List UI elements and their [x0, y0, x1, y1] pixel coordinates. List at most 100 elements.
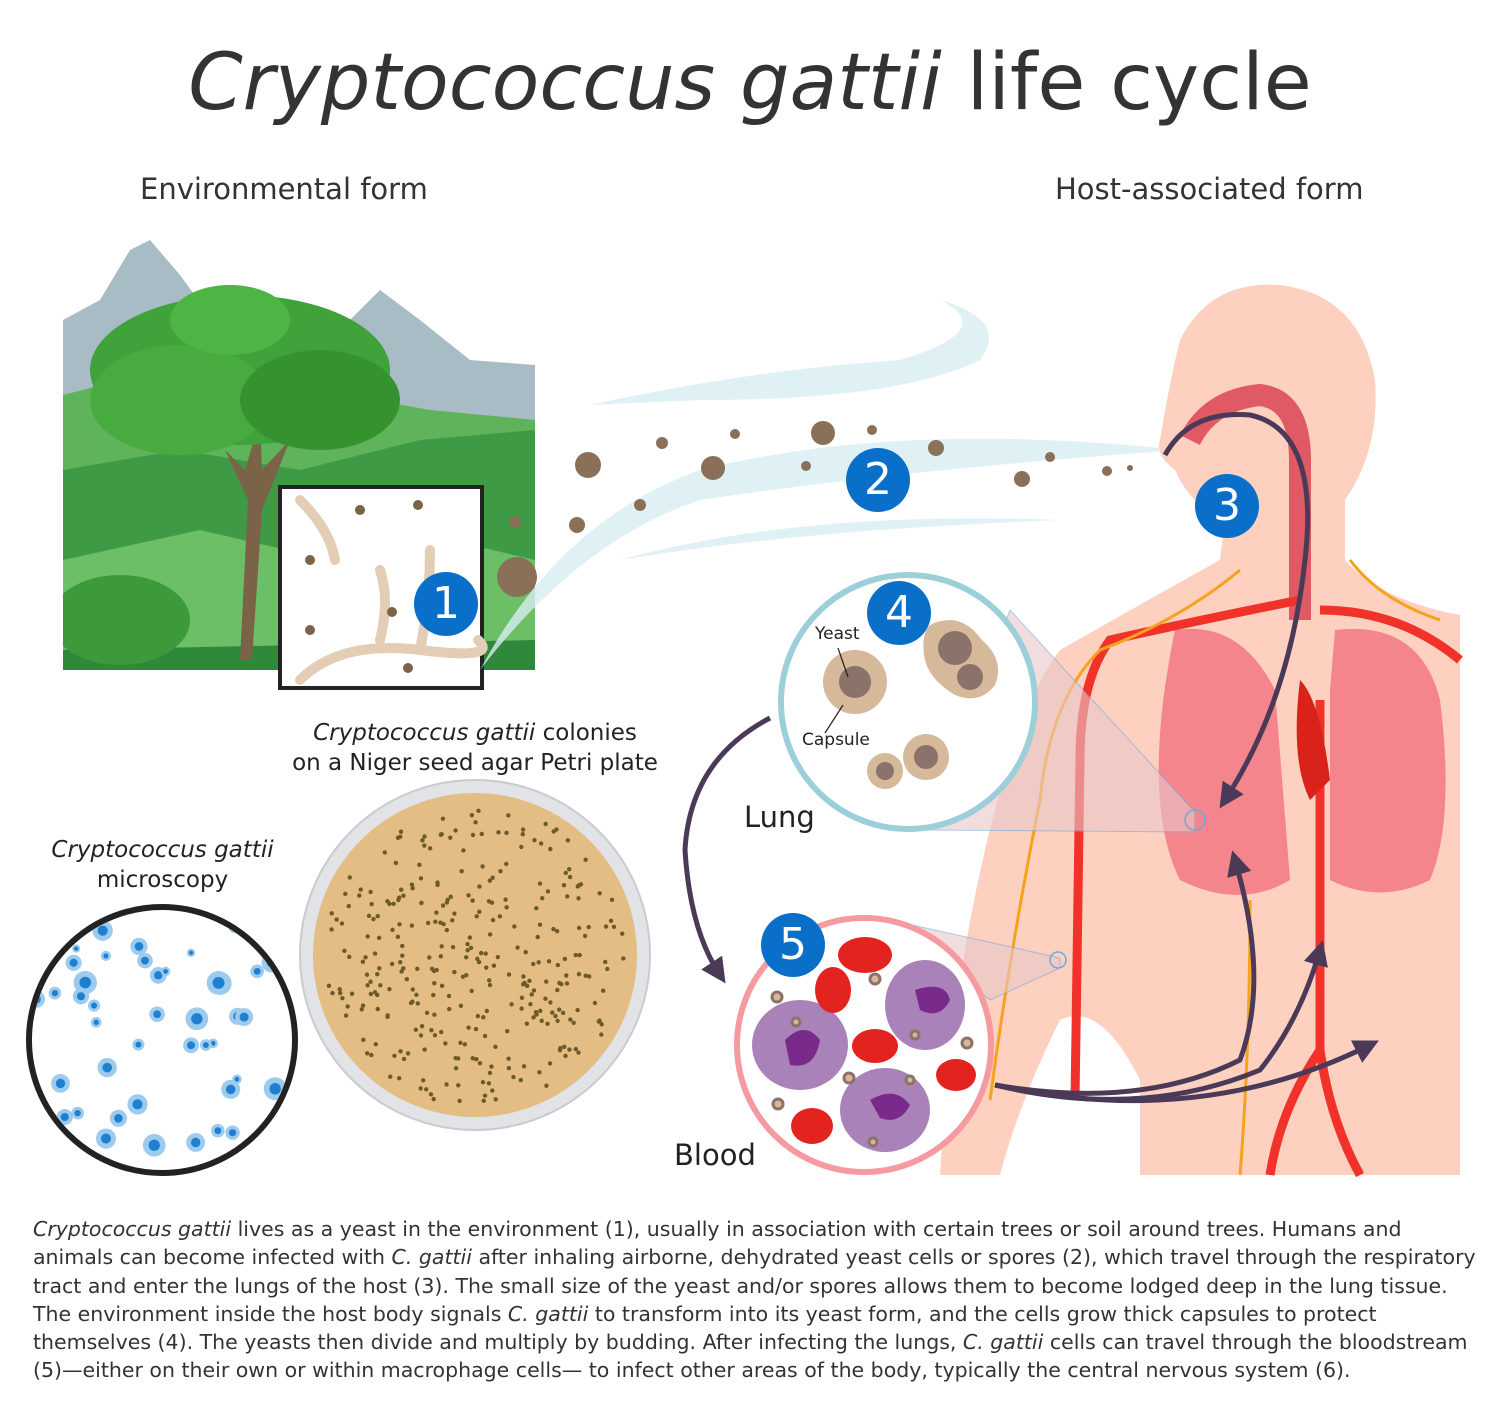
- colony-dot: [487, 932, 493, 937]
- colony-dot: [469, 988, 474, 994]
- colony-dot: [422, 843, 427, 848]
- colony-dot: [439, 983, 445, 989]
- colony-dot: [366, 913, 372, 918]
- colony-dot: [438, 832, 444, 838]
- colony-dot: [345, 1004, 350, 1009]
- colony-dot: [440, 816, 446, 821]
- colony-dot: [466, 1025, 471, 1030]
- colony-dot: [439, 944, 444, 949]
- colony-dot: [329, 911, 334, 916]
- colony-dot: [506, 813, 511, 818]
- colony-dot: [431, 968, 437, 974]
- colony-dot: [554, 929, 560, 934]
- colony-dot: [555, 962, 561, 968]
- colony-dot: [583, 857, 588, 862]
- yeast-cell-dot: [154, 971, 163, 980]
- colony-dot: [399, 969, 404, 974]
- colony-dot: [548, 1000, 553, 1005]
- colony-dot: [410, 886, 415, 891]
- colony-dot: [529, 992, 534, 997]
- colony-dot: [368, 991, 374, 997]
- colony-dot: [481, 1015, 486, 1020]
- colony-dot: [496, 830, 501, 835]
- yeast-cell-dot: [234, 1076, 240, 1082]
- colony-dot: [398, 887, 404, 892]
- colony-dot: [433, 919, 438, 924]
- colony-dot: [369, 901, 374, 907]
- colony-dot: [376, 935, 382, 941]
- colony-dot: [466, 893, 471, 898]
- colony-dot: [550, 1010, 555, 1015]
- yeast-cell-dot: [228, 1129, 237, 1137]
- colony-dot: [519, 844, 524, 850]
- colony-dot: [429, 1027, 434, 1033]
- colony-dot: [524, 1021, 530, 1026]
- colony-dot: [509, 1002, 514, 1007]
- colony-dot: [448, 835, 453, 840]
- colony-dot: [398, 1049, 403, 1054]
- colony-dot: [439, 1029, 444, 1035]
- colony-dot: [464, 973, 469, 978]
- colony-dot: [419, 1024, 425, 1029]
- yeast-cell-dot: [74, 946, 79, 951]
- colony-dot: [544, 1083, 549, 1088]
- colony-dot: [537, 881, 543, 886]
- colony-dot: [533, 1009, 539, 1015]
- description-text: to transform into its yeast form, and th…: [33, 1301, 1377, 1355]
- colony-dot: [326, 983, 332, 989]
- colony-dot: [395, 835, 401, 840]
- colony-dot: [482, 1093, 488, 1098]
- colony-dot: [452, 969, 457, 975]
- colony-dot: [369, 1052, 374, 1058]
- colony-dot: [365, 983, 370, 988]
- illustration: [26, 240, 1463, 1178]
- host-form-heading: Host-associated form: [1055, 172, 1364, 206]
- colony-dot: [368, 979, 373, 984]
- colony-dot: [551, 829, 556, 834]
- colony-dot: [417, 862, 422, 868]
- yeast-cell-dot: [191, 1013, 203, 1025]
- colony-dot: [531, 988, 537, 993]
- colony-dot: [360, 1003, 366, 1008]
- yeast-cell-dot: [261, 1138, 270, 1147]
- yeast-cell-dot: [32, 1105, 45, 1118]
- colony-dot: [343, 1013, 349, 1018]
- colony-dot: [565, 894, 570, 899]
- colony-dot: [486, 1081, 492, 1086]
- colony-dot: [563, 1053, 568, 1059]
- colony-dot: [477, 884, 482, 889]
- colony-dot: [487, 878, 493, 883]
- colony-dot: [543, 996, 548, 1001]
- colony-dot: [415, 966, 420, 971]
- step-badge-2: 2: [846, 448, 910, 512]
- yeast-cell-dot: [187, 1041, 196, 1050]
- colony-dot: [493, 1044, 498, 1050]
- yeast-cell-dot: [190, 1137, 201, 1148]
- description-italic-term: C. gattii: [507, 1301, 589, 1326]
- colony-dot: [601, 988, 606, 993]
- colony-dot: [490, 1088, 495, 1093]
- description-italic-term: C. gattii: [391, 1245, 472, 1270]
- colony-dot: [349, 991, 355, 996]
- lung-label: Lung: [744, 800, 815, 834]
- colony-dot: [576, 896, 581, 901]
- yeast-cell-dot: [93, 1019, 99, 1026]
- colony-dot: [558, 1045, 563, 1051]
- description-text: lives as a yeast in the environment (1),…: [33, 1217, 1402, 1270]
- colony-dot: [490, 917, 496, 923]
- colony-dot: [489, 1064, 494, 1069]
- colony-dot: [504, 830, 509, 836]
- description-paragraph: Cryptococcus gattii lives as a yeast in …: [33, 1215, 1483, 1385]
- colony-dot: [521, 1064, 527, 1069]
- yeast-cell-dot: [97, 925, 108, 936]
- yeast-cell-dot: [148, 1139, 160, 1151]
- yeast-cell-dot: [153, 1010, 161, 1019]
- colony-dot: [432, 981, 437, 986]
- colony-dot: [415, 1001, 421, 1006]
- colony-dot: [493, 1097, 498, 1102]
- colony-dot: [567, 874, 573, 880]
- colony-dot: [431, 1096, 436, 1102]
- yeast-cell-dot: [69, 958, 78, 967]
- yeast-cell-dot: [40, 1118, 51, 1128]
- colony-dot: [448, 894, 453, 899]
